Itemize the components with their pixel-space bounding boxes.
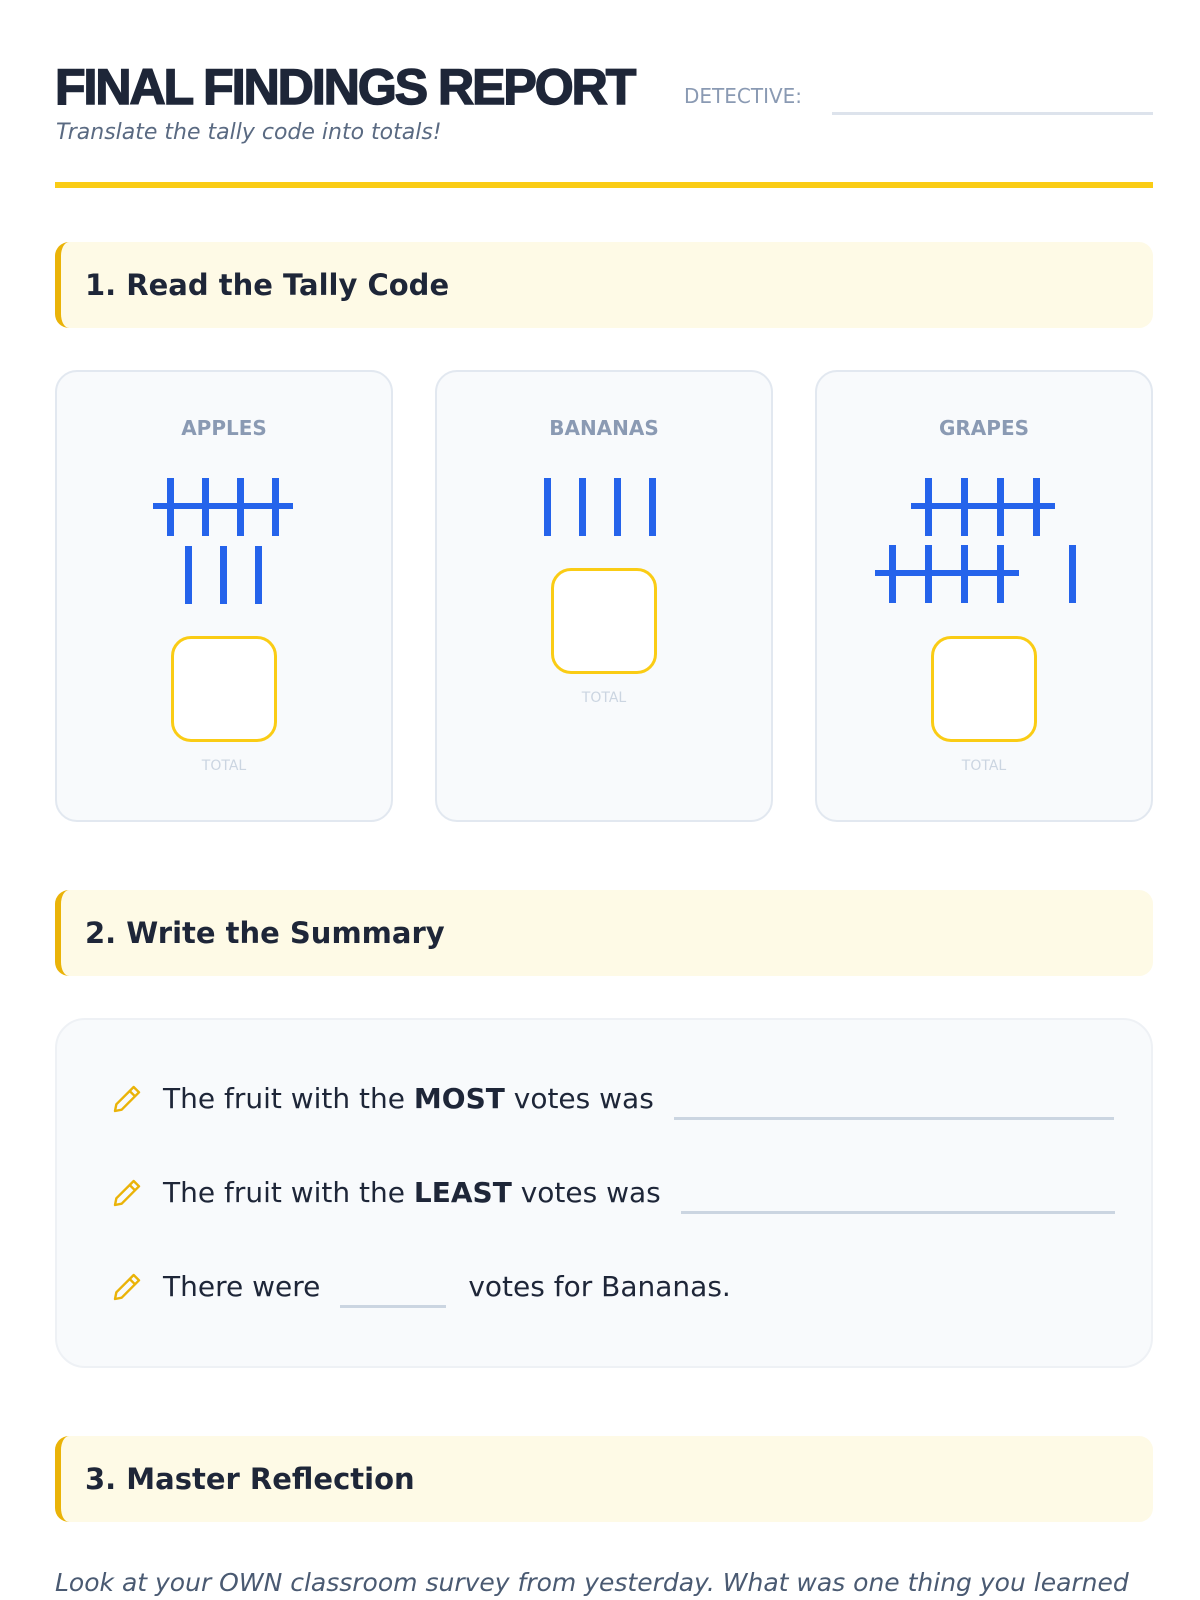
summary-text: There were (163, 1270, 321, 1303)
section-header-summary: 2. Write the Summary (55, 890, 1153, 976)
detective-name-field[interactable] (832, 112, 1153, 115)
detective-label: DETECTIVE: (684, 84, 803, 108)
least-answer-field[interactable] (680, 1211, 1115, 1214)
tally-marks (544, 478, 656, 536)
most-answer-field[interactable] (673, 1117, 1114, 1120)
section-header-tally: 1. Read the Tally Code (55, 242, 1153, 328)
tally-card-bananas: BANANAS TOTAL (435, 370, 773, 822)
bananas-count-field[interactable] (340, 1305, 447, 1308)
tally-card-grapes: GRAPES TOTAL (815, 370, 1153, 822)
total-label: TOTAL (201, 758, 247, 774)
pencil-icon (113, 1085, 141, 1112)
summary-bananas: There were votes for Bananas. (111, 1270, 731, 1308)
summary-least: The fruit with the LEAST votes was (111, 1176, 1115, 1214)
summary-text: The fruit with the (163, 1082, 414, 1115)
tally-marks (153, 478, 293, 604)
pencil-icon (113, 1179, 141, 1206)
header-divider (55, 182, 1153, 188)
tally-marks (875, 478, 1076, 603)
summary-text: votes was (511, 1176, 661, 1209)
summary-text: votes for Bananas. (468, 1270, 731, 1303)
summary-most: The fruit with the MOST votes was (111, 1082, 1114, 1120)
total-label: TOTAL (581, 690, 627, 706)
tally-card-apples: APPLES TOTAL (55, 370, 393, 822)
section-header-reflection: 3. Master Reflection (55, 1436, 1153, 1522)
summary-box: The fruit with the MOST votes was The fr… (55, 1018, 1153, 1368)
card-label: APPLES (181, 416, 267, 440)
summary-emphasis: LEAST (413, 1176, 512, 1209)
page-title: FINAL FINDINGS REPORT (54, 58, 637, 116)
total-input[interactable] (551, 568, 657, 674)
card-label: GRAPES (938, 416, 1030, 440)
reflection-prompt: Look at your OWN classroom survey from y… (55, 1568, 1129, 1597)
card-label: BANANAS (549, 416, 659, 440)
total-label: TOTAL (961, 758, 1007, 774)
total-input[interactable] (171, 636, 277, 742)
summary-emphasis: MOST (413, 1082, 505, 1115)
total-input[interactable] (931, 636, 1037, 742)
summary-text: votes was (504, 1082, 654, 1115)
pencil-icon (113, 1273, 141, 1300)
summary-text: The fruit with the (163, 1176, 414, 1209)
page-subtitle: Translate the tally code into totals! (56, 120, 442, 145)
